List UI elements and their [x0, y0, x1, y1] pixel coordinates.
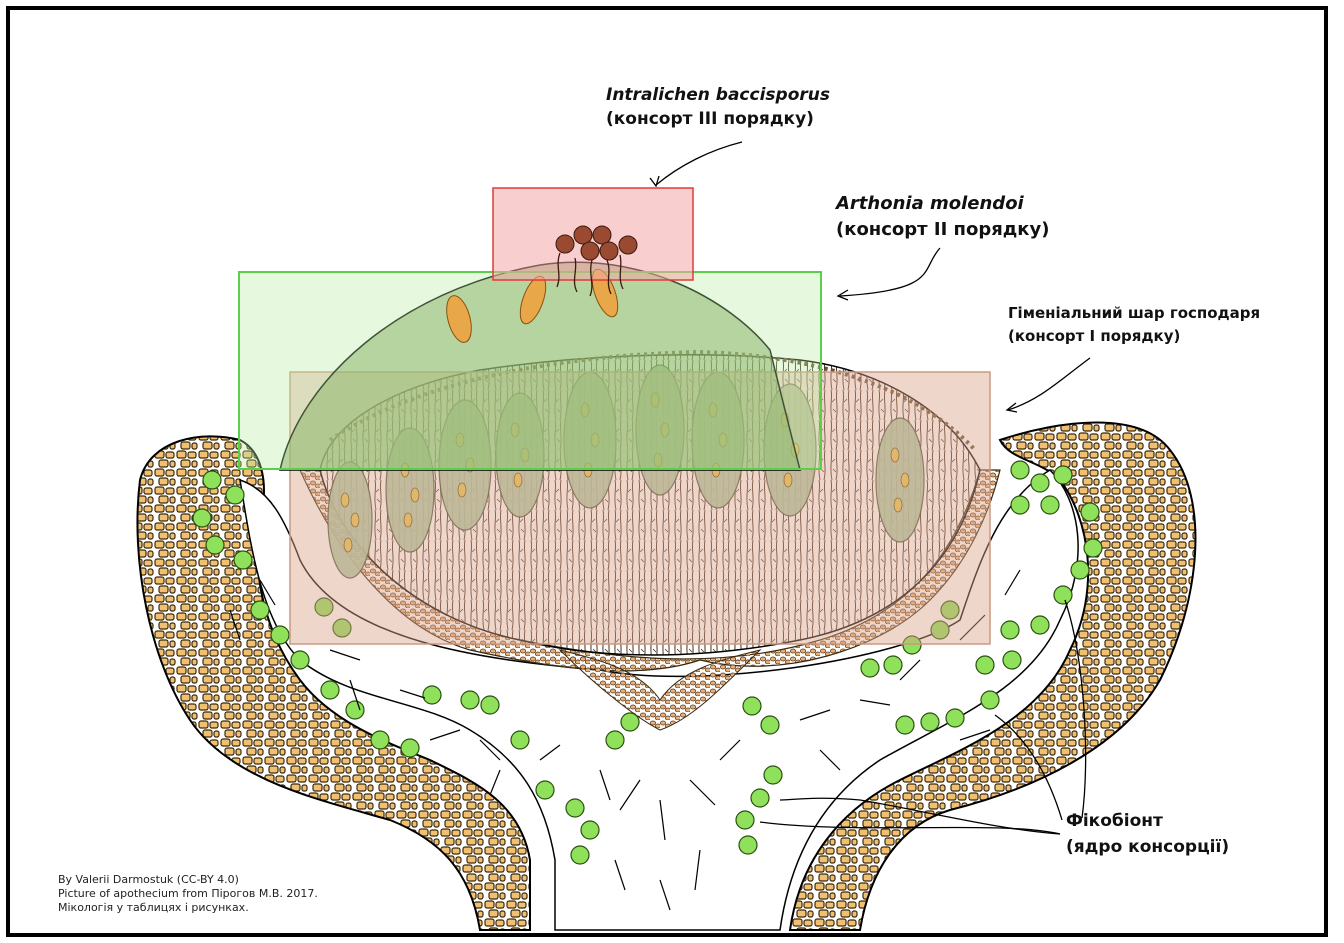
core-rank: (ядро консорції)	[1066, 834, 1229, 860]
credit-line-2: Picture of apothecium from Пірогов М.В. …	[58, 887, 318, 901]
consort1-title: Гіменіальний шар господаря	[1008, 302, 1260, 325]
consort1-rank: (консорт I порядку)	[1008, 325, 1260, 348]
arthonia-species-name: Arthonia molendoi	[836, 191, 1050, 217]
core-label: Фікобіонт (ядро консорції)	[1066, 808, 1229, 860]
photobiont-title: Фікобіонт	[1066, 808, 1229, 834]
image-credit: By Valerii Darmostuk (CC-BY 4.0) Picture…	[58, 873, 318, 915]
credit-line-1: By Valerii Darmostuk (CC-BY 4.0)	[58, 873, 318, 887]
consort3-label: Intralichen baccisporus (консорт III пор…	[606, 83, 830, 131]
intralichen-species-name: Intralichen baccisporus	[606, 83, 830, 107]
consort2-label: Arthonia molendoi (консорт II порядку)	[836, 191, 1050, 243]
consort2-rank: (консорт II порядку)	[836, 217, 1050, 243]
credit-line-3: Мікологія у таблицях і рисунках.	[58, 901, 318, 915]
consort1-label: Гіменіальний шар господаря (консорт I по…	[1008, 302, 1260, 348]
consort3-rank: (консорт III порядку)	[606, 107, 830, 131]
